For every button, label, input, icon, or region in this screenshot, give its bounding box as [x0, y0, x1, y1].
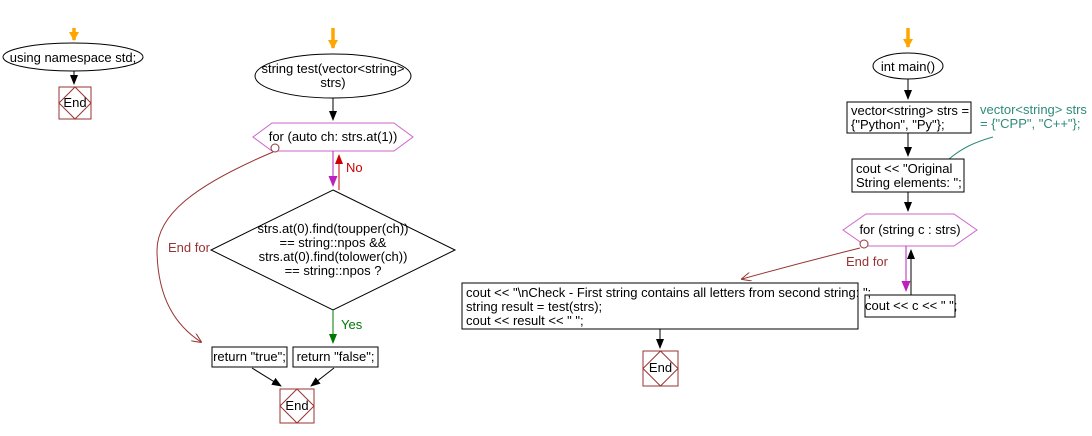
end-for-label: End for — [168, 240, 210, 255]
start-node-ellipse — [2, 42, 144, 72]
end-for-loop-line — [742, 247, 861, 279]
end-node-label: End — [285, 398, 309, 413]
annotation-callout-line — [948, 136, 994, 160]
flow-arrow — [251, 367, 282, 387]
loop-exit-port — [270, 143, 280, 153]
main-node-label: int main() — [880, 59, 936, 74]
end-for-label: End for — [846, 254, 888, 269]
end-node-label: End — [648, 360, 673, 375]
loop-body-box — [864, 294, 956, 318]
end-node-label: End — [63, 95, 87, 110]
end-node-diamond — [279, 388, 315, 424]
function-node-label: string test(vector<string>strs) — [261, 61, 405, 90]
loop-body-label: cout << c << " "; — [865, 298, 958, 313]
declare-label: vector<string> strs ={"Python", "Py"}; — [851, 103, 970, 132]
declare-box — [846, 101, 972, 134]
return-true-label: return "true"; — [213, 349, 286, 364]
yes-branch-label: Yes — [341, 317, 363, 332]
annotation-label: vector<string> strs= {"CPP", "C++"}; — [980, 102, 1087, 131]
no-branch-label: No — [346, 160, 363, 175]
loop-exit-port — [859, 239, 869, 249]
flow-arrow — [310, 367, 335, 387]
print-box — [851, 158, 965, 193]
start-node-label: using namespace std; — [9, 50, 137, 65]
end-node-diamond — [58, 86, 92, 120]
end-for-loop-curve — [156, 151, 274, 342]
result-box — [461, 282, 859, 330]
return-false-box — [292, 346, 379, 368]
for-loop-label: for (string c : strs) — [859, 222, 961, 237]
for-loop-label: for (auto ch: strs.at(1)) — [268, 129, 398, 144]
end-node-diamond — [642, 350, 679, 387]
return-true-box — [211, 346, 288, 368]
return-false-label: return "false"; — [296, 349, 375, 364]
decision-label: strs.at(0).find(toupper(ch))== string::n… — [257, 221, 409, 278]
result-label: cout << "\nCheck - First string contains… — [466, 285, 872, 328]
